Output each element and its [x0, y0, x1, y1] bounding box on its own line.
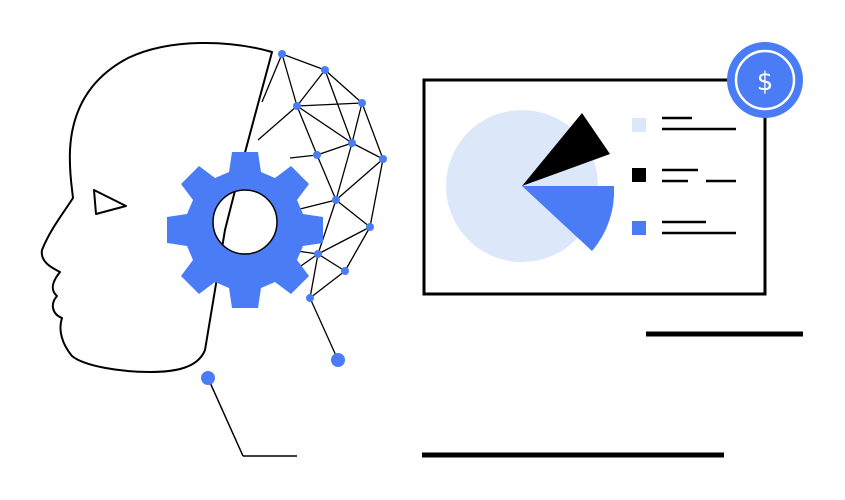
robot-eye-icon [93, 189, 127, 215]
robot-head-icon [40, 41, 273, 373]
network-node [332, 196, 340, 204]
gear-icon [167, 152, 323, 308]
network-node [314, 250, 322, 258]
pie-chart-icon [446, 110, 615, 262]
legend-swatch-blue [632, 221, 646, 235]
neural-network-icon [257, 53, 384, 361]
legend-swatch-black [632, 168, 646, 182]
dollar-symbol: $ [757, 67, 774, 97]
neural-network-nodes [278, 50, 387, 367]
chart-board [422, 78, 767, 296]
chart-legend [632, 116, 736, 235]
network-node [321, 66, 329, 74]
pie-slice-black [522, 113, 610, 186]
connector-line-icon [201, 371, 297, 457]
network-node [366, 223, 374, 231]
network-node [348, 139, 356, 147]
gear-hole-ring [212, 189, 278, 255]
pie-slice-blue [522, 186, 615, 251]
network-node [313, 151, 321, 159]
network-node [331, 353, 345, 367]
network-node [358, 99, 366, 107]
legend-swatch-light [632, 118, 646, 132]
network-node [293, 102, 301, 110]
network-node [278, 50, 286, 58]
network-node [306, 294, 314, 302]
network-node [341, 267, 349, 275]
dollar-coin-icon: $ [727, 42, 803, 118]
network-node [379, 155, 387, 163]
